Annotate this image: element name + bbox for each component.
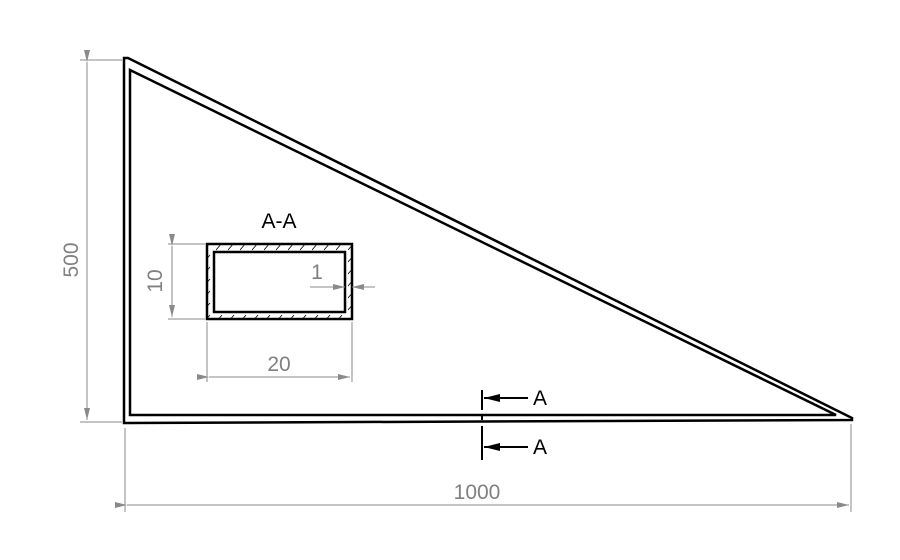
height-dimension-text: 500 — [60, 242, 83, 277]
wall-thickness-text: 1 — [311, 261, 323, 284]
section-label-top: A — [533, 387, 547, 410]
profile-width-text: 20 — [267, 353, 290, 376]
dimension-length: 1000 — [115, 424, 852, 512]
dimension-height: 500 — [60, 50, 122, 423]
section-view: A-A 10 20 1 — [144, 210, 375, 382]
section-label-bottom: A — [533, 436, 547, 459]
triangle-outer-contour — [122, 56, 854, 425]
length-dimension-text: 1000 — [454, 481, 501, 504]
triangle-frame — [122, 56, 854, 425]
profile-height-text: 10 — [144, 269, 167, 292]
profile-inner — [212, 250, 347, 314]
triangle-inner-contour — [128, 67, 837, 417]
section-cut-marker: A A — [481, 387, 547, 460]
profile-outer — [205, 242, 354, 321]
profile-hatch — [207, 244, 352, 319]
section-title: A-A — [261, 210, 296, 233]
